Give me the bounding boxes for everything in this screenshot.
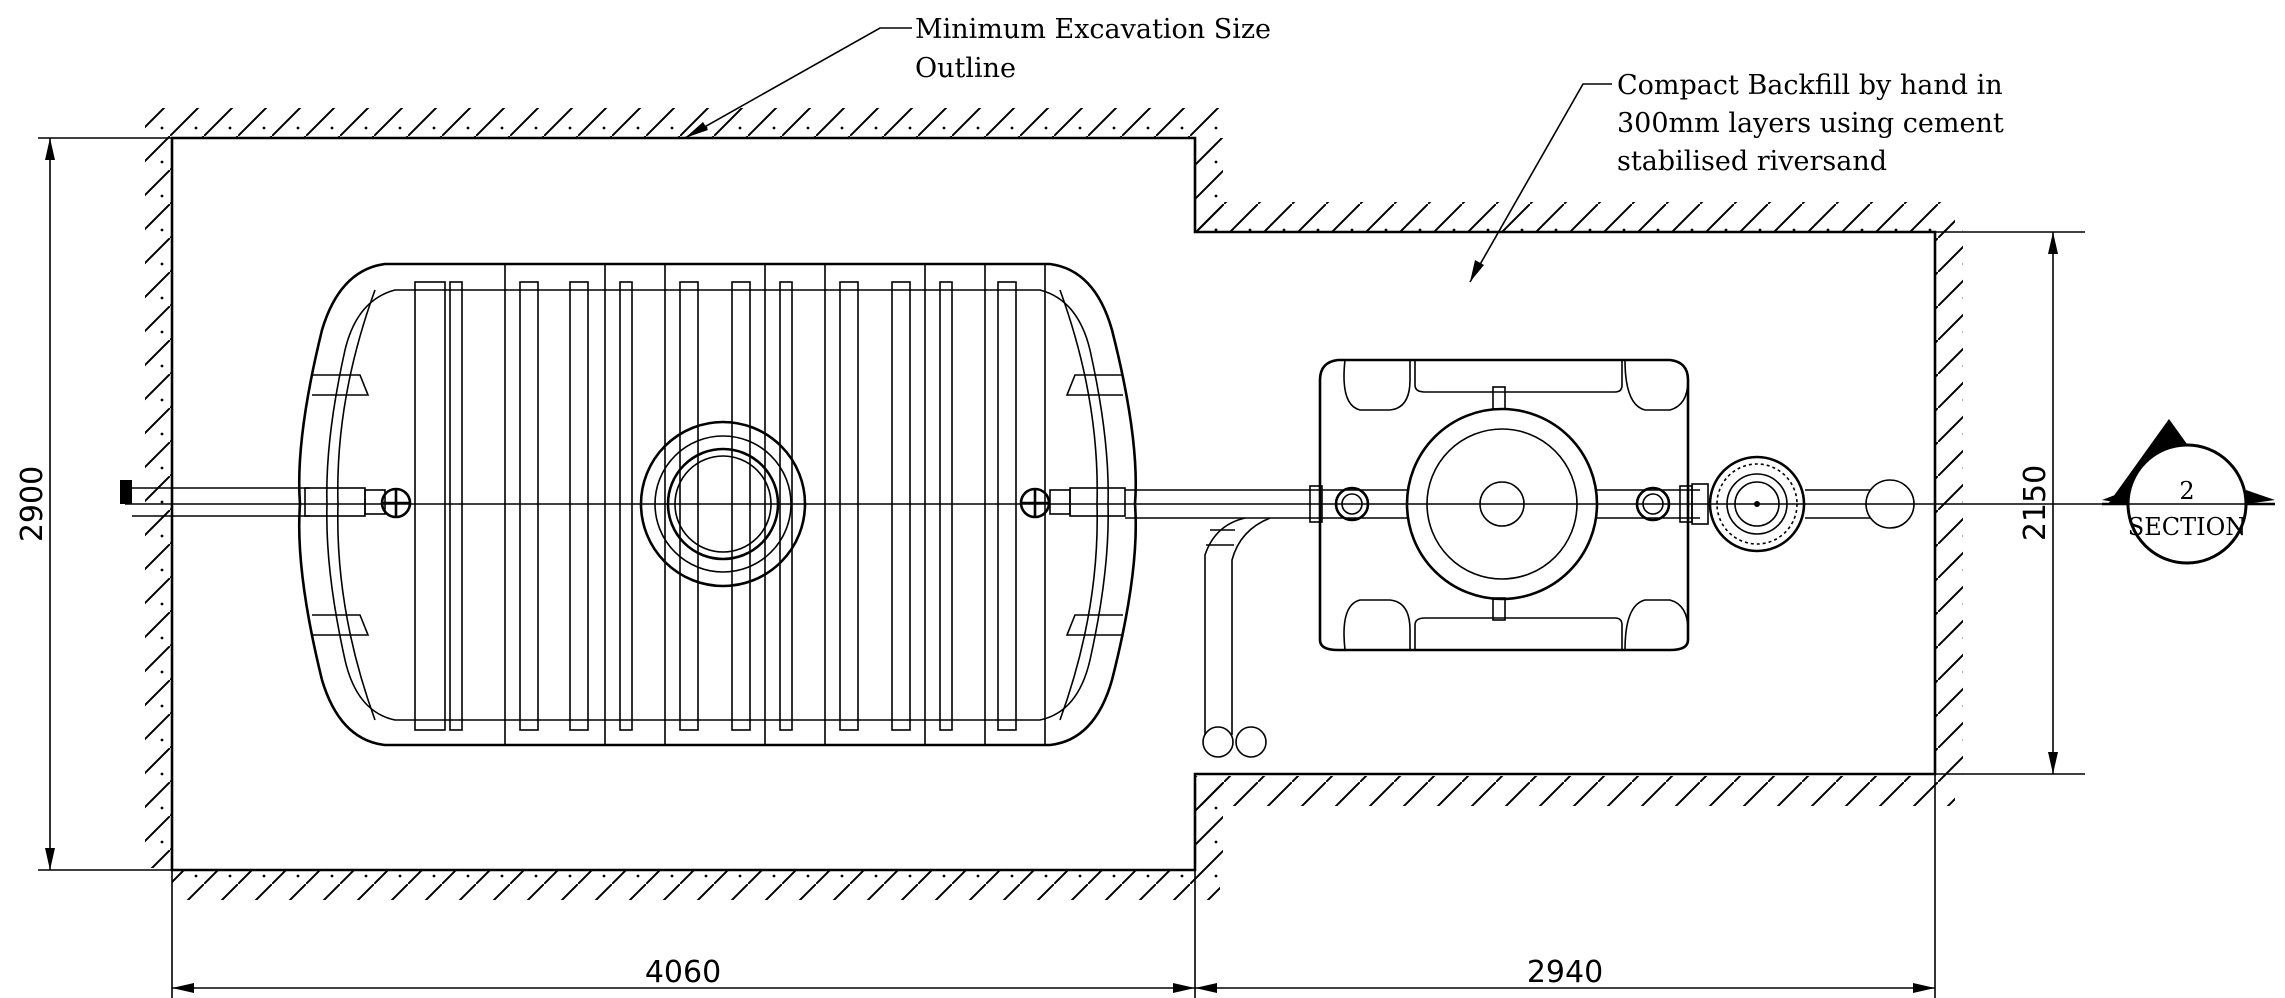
pump-chamber [1309, 358, 1700, 652]
centre-line [120, 480, 2190, 517]
section-label: SECTION [2128, 513, 2247, 541]
backfill-annotation: Compact Backfill by hand in 300mm layers… [1469, 70, 2004, 283]
excavation-annotation: Minimum Excavation Size Outline [684, 14, 1271, 139]
extension-lines [38, 137, 2085, 998]
ground-hatching [145, 108, 1963, 900]
dimension-left-2900: 2900 [15, 138, 55, 870]
dimension-bottom-4060: 4060 [172, 955, 1195, 993]
excavation-label-line2: Outline [915, 53, 1016, 84]
crosshair-icon [380, 487, 412, 519]
dimension-label-2940: 2940 [1527, 955, 1603, 990]
tank-manhole [639, 420, 807, 588]
backfill-label-line1: Compact Backfill by hand in [1617, 70, 2003, 101]
dimension-label-2900: 2900 [15, 466, 50, 542]
dimension-right-2150: 2150 [2018, 232, 2058, 774]
excavation-label-line1: Minimum Excavation Size [915, 14, 1271, 45]
dimension-label-2150: 2150 [2018, 465, 2053, 541]
crosshair-icon [1019, 487, 1051, 519]
backfill-label-line2: 300mm layers using cement [1617, 108, 2004, 139]
backfill-label-line3: stabilised riversand [1617, 146, 1887, 177]
section-marker: 2 SECTION [2102, 419, 2275, 565]
septic-tank [297, 262, 1138, 747]
valve-filter [1691, 455, 1915, 553]
dimension-label-4060: 4060 [645, 955, 721, 990]
tank-ribs [414, 263, 1046, 746]
dimension-bottom-2940: 2940 [1195, 955, 1935, 993]
connecting-pipe [1125, 489, 1315, 758]
inlet-pipe-end [120, 480, 132, 504]
tank-fittings [304, 487, 1126, 517]
section-number: 2 [2179, 477, 2194, 505]
